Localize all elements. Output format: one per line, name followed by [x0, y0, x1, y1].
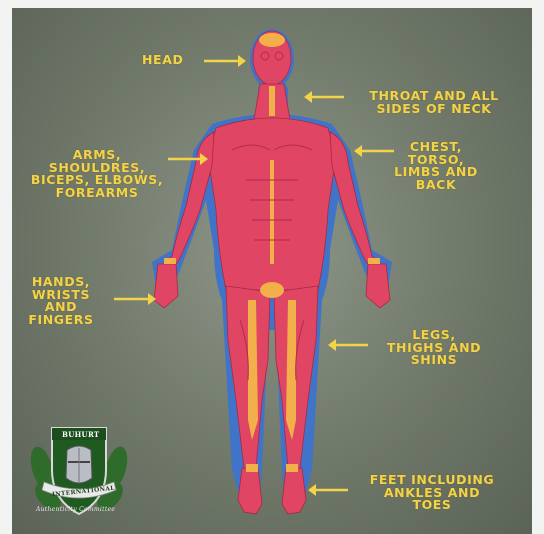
label-throat: THROAT AND ALL SIDES OF NECK: [344, 90, 524, 115]
label-arms: ARMS, SHOULDRES, BICEPS, ELBOWS, FOREARM…: [12, 149, 182, 199]
emblem-logo: BUHURT INTERNATIONAL Authenticity Commit…: [30, 418, 128, 520]
label-head: HEAD: [142, 54, 183, 67]
emblem-bottom-text: Authenticity Committee: [36, 506, 115, 513]
arrow-feet: [308, 482, 348, 498]
arrow-chest: [354, 143, 394, 159]
arrow-throat: [304, 89, 344, 105]
arrow-arms: [168, 151, 208, 167]
label-feet: FEET INCLUDING ANKLES AND TOES: [352, 474, 512, 512]
label-chest: CHEST, TORSO, LIMBS AND BACK: [386, 141, 486, 191]
label-hands: HANDS, WRISTS AND FINGERS: [16, 276, 106, 326]
arrow-legs: [328, 337, 368, 353]
emblem-top-text: BUHURT: [62, 430, 99, 439]
arrow-hands: [114, 291, 156, 307]
diagram-panel: HEAD THROAT AND ALL SIDES OF NECK ARMS, …: [12, 8, 532, 534]
arrow-head: [204, 53, 246, 69]
label-legs: LEGS, THIGHS AND SHINS: [364, 329, 504, 367]
